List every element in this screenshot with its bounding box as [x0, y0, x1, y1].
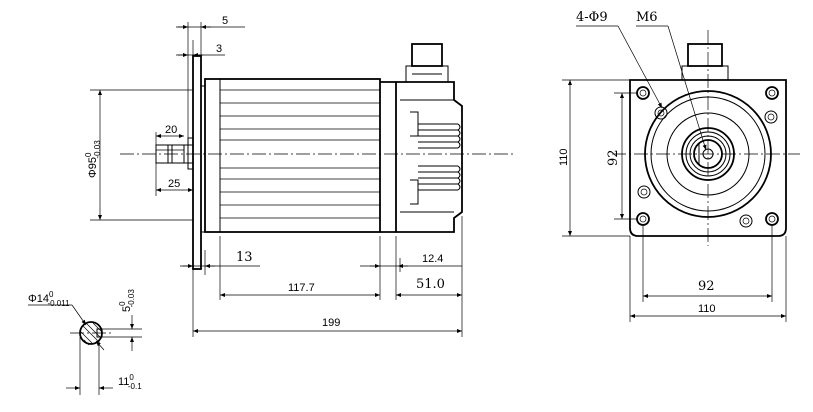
encoder-housing [380, 81, 463, 233]
side-dimension-lines [98, 25, 462, 333]
dim-connector-offset: 12.4 [422, 253, 443, 265]
power-connector [405, 43, 449, 83]
front-extension-lines [562, 79, 787, 322]
dim-rear-length: 51.0 [416, 277, 445, 292]
dim-flange-thickness: 5 [222, 15, 228, 27]
dim-flange-to-body: 13 [236, 250, 253, 265]
dim-bolt-spacing-vertical: 92 [606, 149, 621, 166]
dim-front-width: 110 [698, 303, 716, 315]
front-face-circles [644, 90, 772, 218]
dim-overall-length: 199 [322, 317, 340, 329]
front-leader-lines [576, 25, 707, 151]
front-dimension-lines [568, 80, 786, 318]
front-flange-square [629, 79, 787, 237]
motor-body [204, 78, 381, 233]
front-connector [681, 43, 729, 81]
dim-shaft-diameter: Φ140-0.011 [28, 290, 70, 308]
dim-front-height: 110 [558, 148, 570, 166]
side-view: 5 3 Φ950-0.03 20 25 13 117.7 12.4 51.0 1… [84, 15, 515, 337]
front-view: 4-Φ9 M6 110 92 92 110 [558, 10, 800, 322]
dim-shaft-length: 25 [168, 178, 180, 190]
dim-pilot-depth: 3 [216, 43, 222, 55]
dim-key-depth: 110-0.1 [118, 373, 142, 391]
dim-key-length: 20 [165, 124, 177, 136]
dim-thread: M6 [636, 10, 658, 25]
shaft-section-hatch [79, 322, 103, 346]
dim-bolt-spacing-horizontal: 92 [698, 279, 715, 294]
shaft-cross-section: Φ140-0.011 50-0.03 110-0.1 [28, 289, 142, 395]
dim-key-width: 50-0.03 [118, 289, 136, 312]
side-extension-lines [90, 22, 463, 337]
dim-pilot-diameter: Φ950-0.03 [84, 140, 102, 178]
threaded-holes [637, 106, 778, 228]
dim-body-length: 117.7 [288, 282, 315, 294]
dim-bolt-holes: 4-Φ9 [576, 10, 608, 25]
